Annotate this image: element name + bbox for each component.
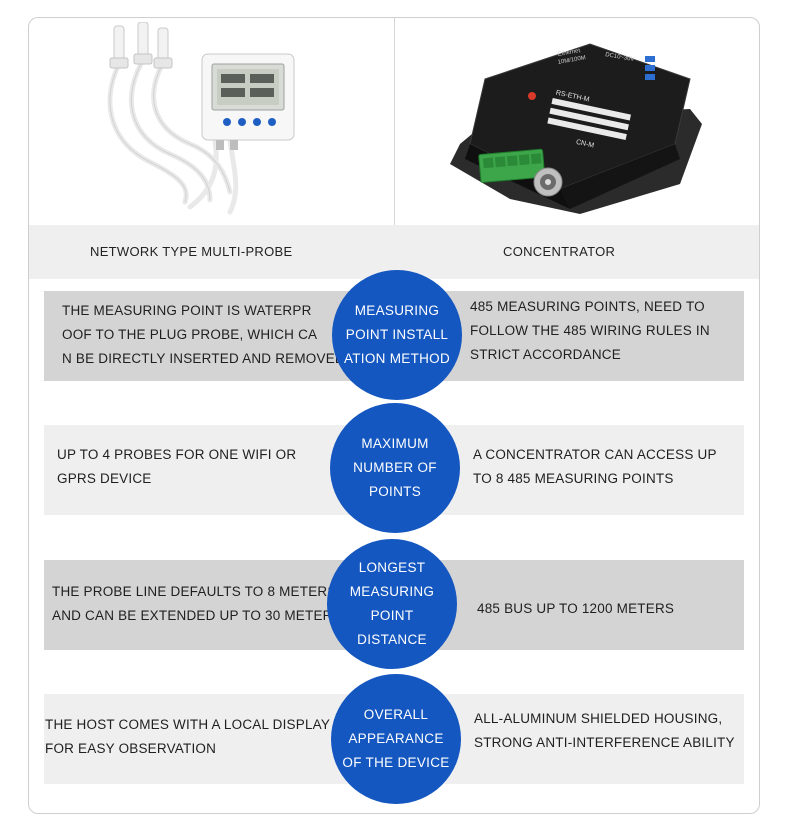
concentrator-power: DC10~30V <box>605 52 635 63</box>
bnc-connector-icon <box>533 167 563 197</box>
row-distance-right-text: 485 BUS UP TO 1200 METERS <box>477 601 675 616</box>
terminal-block-icon <box>478 148 546 183</box>
probe-icon <box>109 22 173 69</box>
row-max-points-right-text: A CONCENTRATOR CAN ACCESS UP TO 8 485 ME… <box>473 447 717 486</box>
row-distance-label-circle: LONGEST MEASURING POINT DISTANCE <box>327 539 457 669</box>
concentrator-brand-2: 10M/100M <box>557 55 586 66</box>
concentrator-tag: CN-M <box>575 139 594 150</box>
multi-probe-device-image <box>107 22 295 215</box>
row-installation-right-text: 485 MEASURING POINTS, NEED TO FOLLOW THE… <box>470 299 710 362</box>
row-installation-label-circle: MEASURING POINT INSTALL ATION METHOD <box>332 270 462 400</box>
column-title-concentrator: CONCENTRATOR <box>503 244 616 259</box>
row-max-points-left-text: UP TO 4 PROBES FOR ONE WIFI OR GPRS DEVI… <box>57 447 297 486</box>
concentrator-device-image: Ethernet 10M/100M DC10~30V RS-ETH-M CN-M <box>450 43 702 214</box>
row-max-points-label-circle: MAXIMUM NUMBER OF POINTS <box>330 403 460 533</box>
row-appearance-right-text: ALL-ALUMINUM SHIELDED HOUSING, STRONG AN… <box>474 711 735 750</box>
row-appearance-label-circle: OVERALL APPEARANCE OF THE DEVICE <box>331 674 461 804</box>
column-title-multi-probe: NETWORK TYPE MULTI-PROBE <box>90 244 293 259</box>
row-installation-left-text: THE MEASURING POINT IS WATERPR OOF TO TH… <box>62 303 349 366</box>
column-divider <box>394 17 395 279</box>
concentrator-brand-1: Ethernet <box>557 48 581 58</box>
row-appearance-left-text: THE HOST COMES WITH A LOCAL DISPLAY FOR … <box>45 717 331 756</box>
row-distance-left-text: THE PROBE LINE DEFAULTS TO 8 METERS AND … <box>52 584 346 623</box>
